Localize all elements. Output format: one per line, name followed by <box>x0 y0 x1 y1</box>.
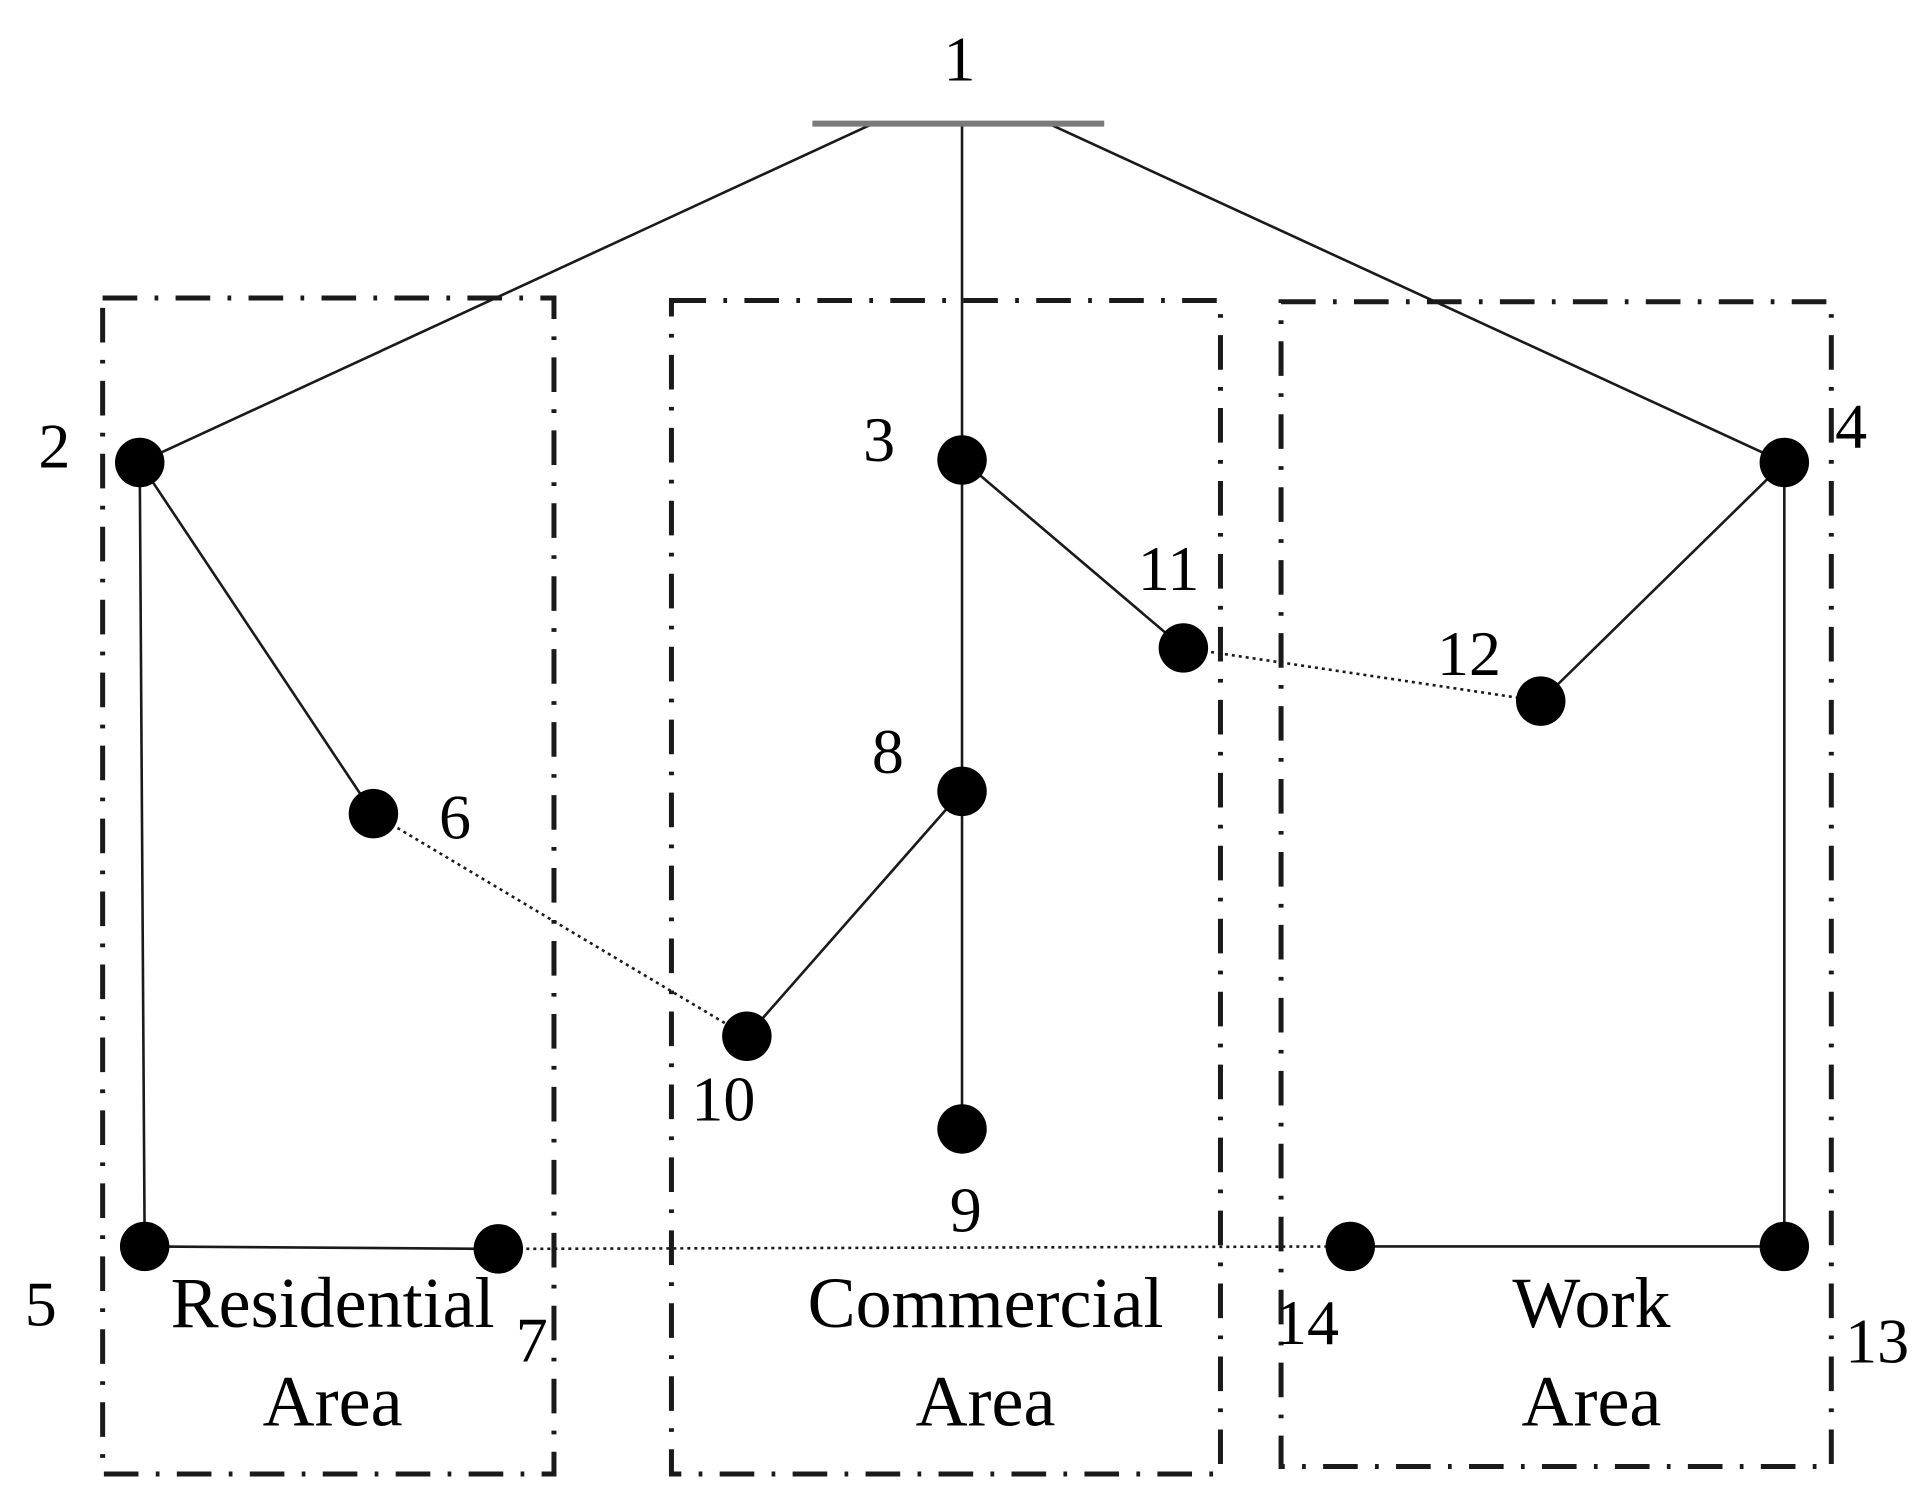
edge-3-11 <box>961 459 1185 649</box>
node-6 <box>348 788 399 839</box>
node-label-11: 11 <box>1138 533 1200 604</box>
node-label-14: 14 <box>1275 1287 1339 1358</box>
node-label-4: 4 <box>1835 391 1867 462</box>
node-13 <box>1759 1221 1810 1272</box>
node-7 <box>473 1224 524 1274</box>
node-label-12: 12 <box>1437 618 1501 689</box>
edge-1-2 <box>139 122 874 464</box>
edge-1-4 <box>1048 122 1785 464</box>
node-8 <box>937 766 987 817</box>
node-4 <box>1759 437 1810 488</box>
node-14 <box>1325 1221 1376 1272</box>
node-label-8: 8 <box>872 716 904 787</box>
node-label-13: 13 <box>1845 1306 1909 1377</box>
node-2 <box>114 437 165 488</box>
nodes-layer <box>114 120 1810 1274</box>
node-5 <box>119 1221 170 1272</box>
area-box-commercial <box>668 297 1223 1477</box>
node-label-2: 2 <box>38 410 70 481</box>
node-label-7: 7 <box>516 1304 548 1375</box>
area-box-work <box>1278 299 1834 1470</box>
node-11 <box>1158 623 1209 673</box>
node-10 <box>722 1011 772 1061</box>
edge-2-5 <box>138 462 146 1247</box>
edge-6-10 <box>372 812 748 1038</box>
edge-11-12 <box>1183 646 1541 703</box>
node-label-1: 1 <box>944 23 976 94</box>
node-label-9: 9 <box>950 1175 982 1246</box>
area-label-residential-line2: Area <box>263 1362 403 1442</box>
area-label-residential-line1: Residential <box>171 1263 495 1343</box>
edge-7-14 <box>498 1245 1351 1251</box>
area-label-work-line1: Work <box>1512 1263 1670 1343</box>
edges-layer <box>138 122 1786 1251</box>
areas-layer <box>100 295 1834 1477</box>
node-label-3: 3 <box>863 404 895 475</box>
edge-8-10 <box>745 790 964 1038</box>
area-label-commercial-line2: Area <box>916 1362 1056 1442</box>
edge-4-12 <box>1539 461 1786 703</box>
node-3 <box>937 435 987 485</box>
node-label-6: 6 <box>439 781 471 852</box>
area-box-residential <box>100 295 557 1477</box>
node-9 <box>937 1104 987 1154</box>
node-12 <box>1515 676 1566 726</box>
area-label-commercial-line1: Commercial <box>808 1263 1164 1343</box>
node-label-5: 5 <box>25 1269 57 1340</box>
area-label-work-line2: Area <box>1521 1362 1661 1442</box>
node-label-10: 10 <box>691 1063 755 1134</box>
edge-2-6 <box>138 461 375 815</box>
edge-5-7 <box>144 1245 499 1251</box>
